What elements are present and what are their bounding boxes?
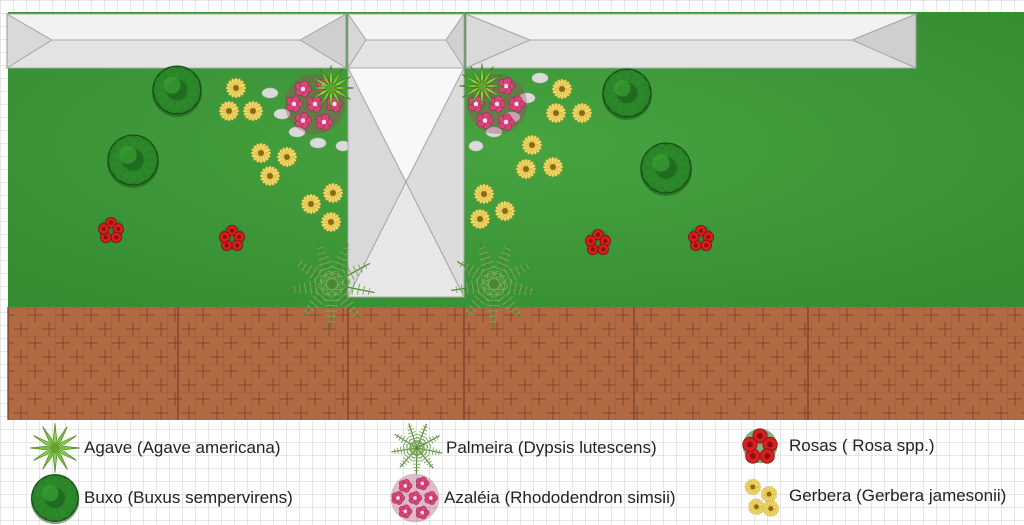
- plan-boxwood: [602, 68, 652, 120]
- plan-gerbera: [300, 193, 322, 215]
- palm-icon: [391, 423, 443, 474]
- paving: [8, 307, 1024, 420]
- legend-label-palmeira: Palmeira (Dypsis lutescens): [446, 438, 657, 457]
- roof-center: [347, 12, 465, 298]
- plan-palm: [451, 242, 537, 328]
- legend-label-azaleia: Azaléia (Rhododendron simsii): [444, 488, 676, 507]
- legend-item-azaleia: Azaléia (Rhododendron simsii): [388, 473, 676, 523]
- legend-label-gerbera: Gerbera (Gerbera jamesonii): [789, 486, 1007, 505]
- plan-gerbera: [542, 156, 564, 178]
- plan-azalea: [285, 74, 345, 134]
- azalea-icon: [390, 473, 440, 523]
- plan-gerbera: [276, 146, 298, 168]
- plan-gerbera: [551, 78, 573, 100]
- boxwood-icon: [30, 474, 80, 525]
- plan-rose: [584, 228, 611, 255]
- legend-item-gerbera: Gerbera (Gerbera jamesonii): [733, 476, 1007, 517]
- agave-icon: [30, 423, 80, 473]
- plan-gerbera: [322, 182, 344, 204]
- plan-rose: [687, 224, 714, 251]
- plan-gerbera: [242, 100, 264, 122]
- legend-label-rosas: Rosas ( Rosa spp.): [789, 436, 935, 455]
- plan-gerbera: [521, 134, 543, 156]
- plan-gerbera: [250, 142, 272, 164]
- plan-boxwood: [152, 65, 202, 117]
- plan-gerbera: [473, 183, 495, 205]
- plan-gerbera: [225, 77, 247, 99]
- legend-label-buxo: Buxo (Buxus sempervirens): [84, 488, 293, 507]
- legend-item-agave: Agave (Agave americana): [28, 423, 281, 473]
- plan-palm: [289, 242, 375, 328]
- plan-gerbera: [571, 102, 593, 124]
- roof-left: [5, 13, 348, 69]
- plan-gerbera: [469, 208, 491, 230]
- plan-gerbera: [320, 211, 342, 233]
- plan-gerbera: [545, 102, 567, 124]
- plan-agave: [308, 65, 354, 111]
- legend-item-palmeira: Palmeira (Dypsis lutescens): [390, 423, 657, 474]
- plan-rose: [97, 216, 124, 243]
- legend-item-rosas: Rosas ( Rosa spp.): [733, 426, 935, 466]
- plan-boxwood: [107, 134, 159, 188]
- legend-label-agave: Agave (Agave americana): [84, 438, 281, 457]
- plan-rose: [218, 224, 245, 251]
- plan-gerbera: [515, 158, 537, 180]
- gerbera-icon: [744, 478, 780, 517]
- plan-agave: [459, 63, 505, 109]
- plan-gerbera: [218, 100, 240, 122]
- rose-icon: [742, 428, 778, 464]
- plan-gerbera: [494, 200, 516, 222]
- roof-right: [465, 13, 917, 69]
- plan-gerbera: [259, 165, 281, 187]
- legend-item-buxo: Buxo (Buxus sempervirens): [28, 474, 293, 525]
- plan-boxwood: [640, 142, 692, 196]
